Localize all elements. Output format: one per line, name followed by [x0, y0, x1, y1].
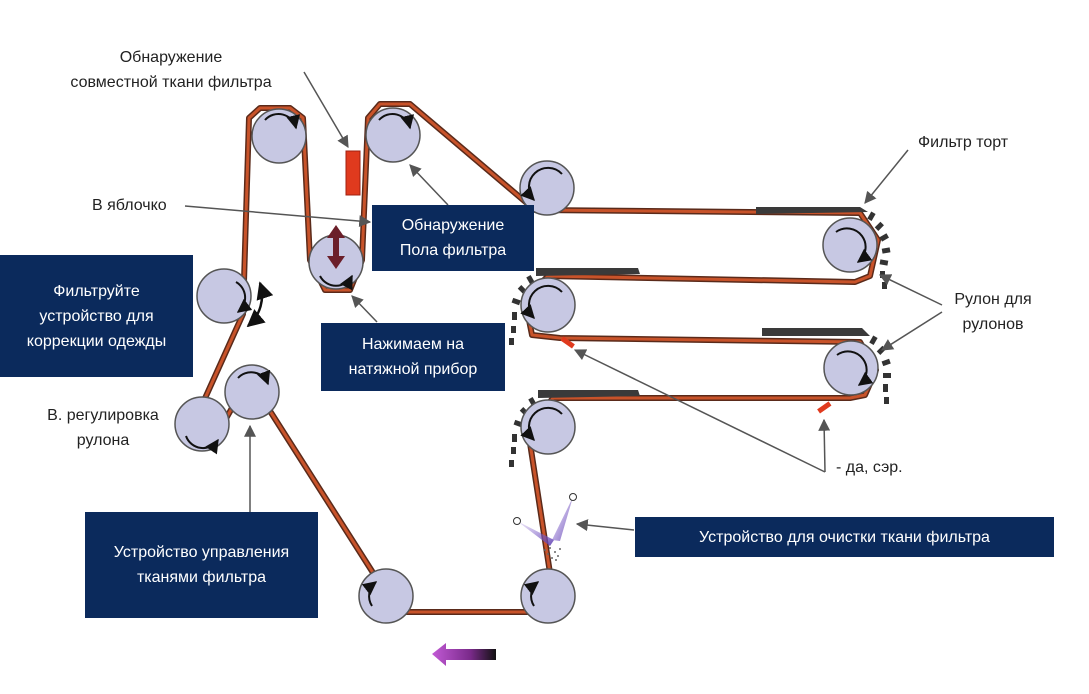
pointer-lines	[184, 71, 943, 532]
roller-top-left	[251, 108, 307, 164]
filter-cake-1	[756, 207, 868, 214]
co-detection-sensor	[345, 150, 361, 196]
control-device-box: Устройство управления тканями фильтра	[85, 512, 318, 618]
tension-device-box: Нажимаем на натяжной прибор	[321, 323, 505, 391]
roller-correction	[196, 268, 252, 324]
sensor-right-2	[817, 401, 832, 414]
bullseye-label: В яблочко	[92, 197, 167, 214]
rotation-arrows	[185, 113, 874, 607]
sensor-left-1	[560, 336, 575, 349]
filter-cake-label: Фильтр торт	[918, 134, 1009, 151]
roller-right-2	[823, 340, 879, 396]
cleaning-spray-icon	[513, 493, 577, 561]
co-detection-label: Обнаружение совместной ткани фильтра	[70, 49, 272, 91]
correction-swing-arrow	[246, 281, 274, 328]
roll-adjust-label: В. регулировка рулона	[47, 407, 159, 449]
roll-for-rolls-label: Рулон для рулонов	[954, 291, 1032, 333]
yes-sir-label: - да, сэр.	[836, 459, 903, 476]
roller-top-mid	[365, 107, 421, 163]
tension-arrow	[327, 225, 345, 269]
floor-detection-box: Обнаружение Пола фильтра	[372, 205, 534, 271]
filter-cake-2	[536, 268, 640, 276]
roller-bottom-right	[520, 568, 576, 624]
filter-cake-4	[538, 390, 640, 398]
correction-device-box: Фильтруйте устройство для коррекции одеж…	[0, 255, 193, 377]
roller-right-1	[822, 217, 878, 273]
roller-adjust	[174, 396, 230, 452]
belt-direction-arrow	[432, 643, 496, 666]
filter-cake-3	[762, 328, 870, 336]
cleaning-device-box: Устройство для очистки ткани фильтра	[635, 517, 1054, 557]
roller-bottom-left	[358, 568, 414, 624]
